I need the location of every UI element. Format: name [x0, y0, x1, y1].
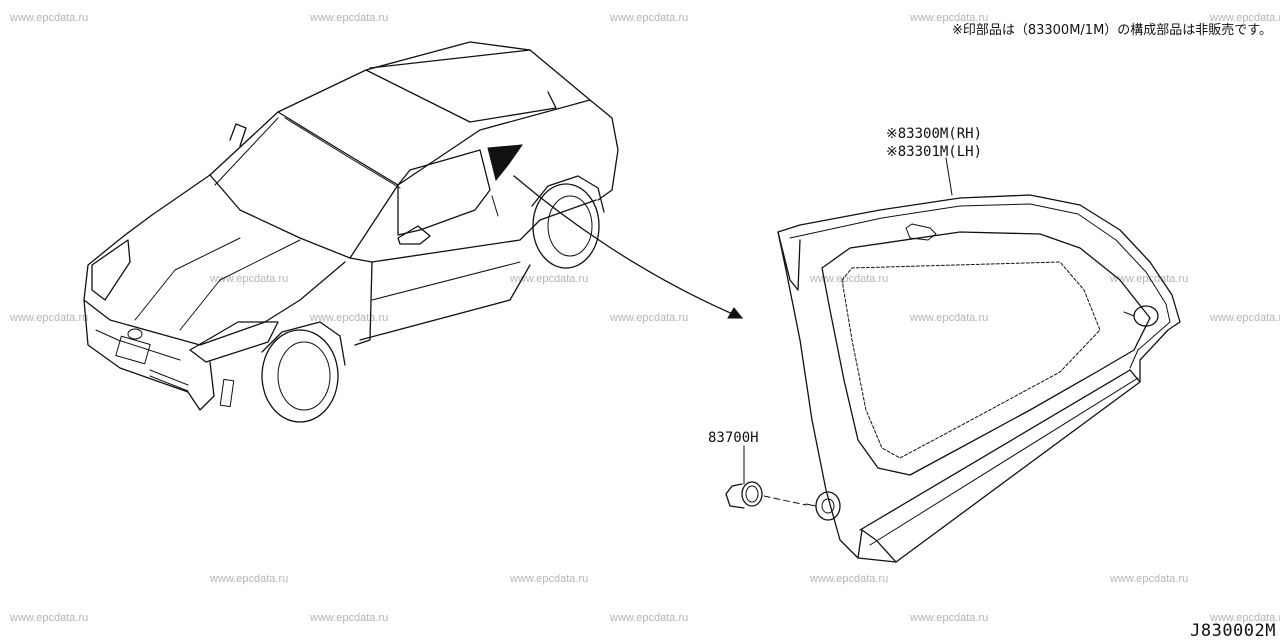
quarter-trim-part	[777, 194, 1181, 563]
watermark: www.epcdata.ru	[609, 612, 688, 624]
watermark: www.epcdata.ru	[909, 312, 988, 324]
watermark: www.epcdata.ru	[1209, 312, 1280, 324]
watermark: www.epcdata.ru	[309, 312, 388, 324]
watermark: www.epcdata.ru	[509, 573, 588, 585]
part-label-clip: 83700H	[708, 430, 759, 446]
part-label-trim-lh: ※83301M(LH)	[886, 144, 982, 160]
watermark: www.epcdata.ru	[909, 12, 988, 24]
watermark: www.epcdata.ru	[1209, 612, 1280, 624]
watermark: www.epcdata.ru	[809, 273, 888, 285]
watermark: www.epcdata.ru	[909, 612, 988, 624]
watermark: www.epcdata.ru	[309, 12, 388, 24]
watermark: www.epcdata.ru	[209, 573, 288, 585]
diagram-code: J830002M	[1190, 621, 1276, 640]
watermark: www.epcdata.ru	[1209, 12, 1280, 24]
callout-arrow	[513, 175, 744, 319]
clip-part	[725, 481, 807, 509]
watermark: www.epcdata.ru	[309, 612, 388, 624]
watermark: www.epcdata.ru	[9, 312, 88, 324]
car-illustration	[83, 41, 619, 423]
watermark: www.epcdata.ru	[1109, 273, 1188, 285]
watermark-grid: www.epcdata.ru www.epcdata.ru www.epcdat…	[9, 12, 1280, 624]
watermark: www.epcdata.ru	[9, 612, 88, 624]
watermark: www.epcdata.ru	[809, 573, 888, 585]
non-sale-note: ※印部品は（83300M/1M）の構成部品は非販売です。	[952, 22, 1272, 38]
watermark: www.epcdata.ru	[1109, 573, 1188, 585]
watermark: www.epcdata.ru	[609, 312, 688, 324]
watermark: www.epcdata.ru	[509, 273, 588, 285]
watermark: www.epcdata.ru	[609, 12, 688, 24]
watermark: www.epcdata.ru	[9, 12, 88, 24]
leader-line-trim	[945, 157, 953, 196]
part-label-trim-rh: ※83300M(RH)	[886, 126, 982, 142]
